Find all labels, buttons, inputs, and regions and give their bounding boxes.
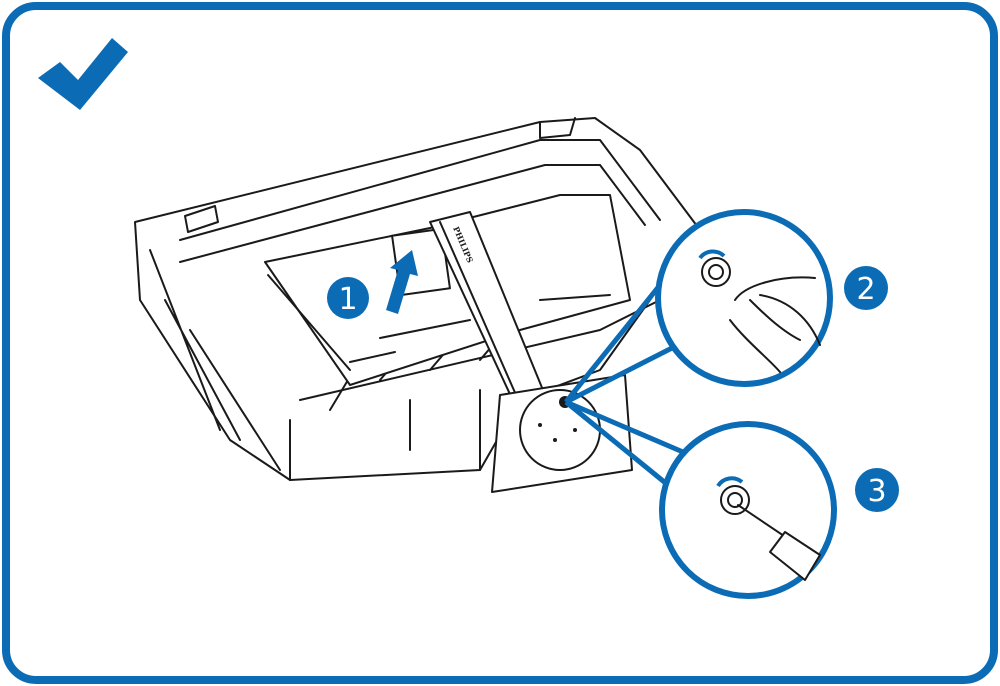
callout-lines-step-2 xyxy=(564,268,674,405)
checkmark-icon xyxy=(38,38,128,110)
screwdriver-handle-icon xyxy=(769,531,821,581)
step-badge-3: 3 xyxy=(855,468,899,512)
arrow-up-icon xyxy=(386,250,418,314)
rotate-arrow-icon xyxy=(716,476,744,488)
step-badge-1: 1 xyxy=(327,277,369,319)
step-badge-2: 2 xyxy=(844,266,888,310)
rotate-arrow-icon xyxy=(698,249,726,260)
svg-text:3: 3 xyxy=(867,474,886,509)
detail-circle-step-2 xyxy=(655,209,833,387)
svg-text:1: 1 xyxy=(338,282,357,317)
callout-lines-step-3 xyxy=(564,399,691,487)
detail-circle-step-3 xyxy=(659,421,837,599)
screwdriver-shaft-icon xyxy=(737,504,791,541)
stand-base-plate xyxy=(491,374,633,493)
fingers-icon xyxy=(729,276,821,373)
svg-text:2: 2 xyxy=(856,272,875,307)
